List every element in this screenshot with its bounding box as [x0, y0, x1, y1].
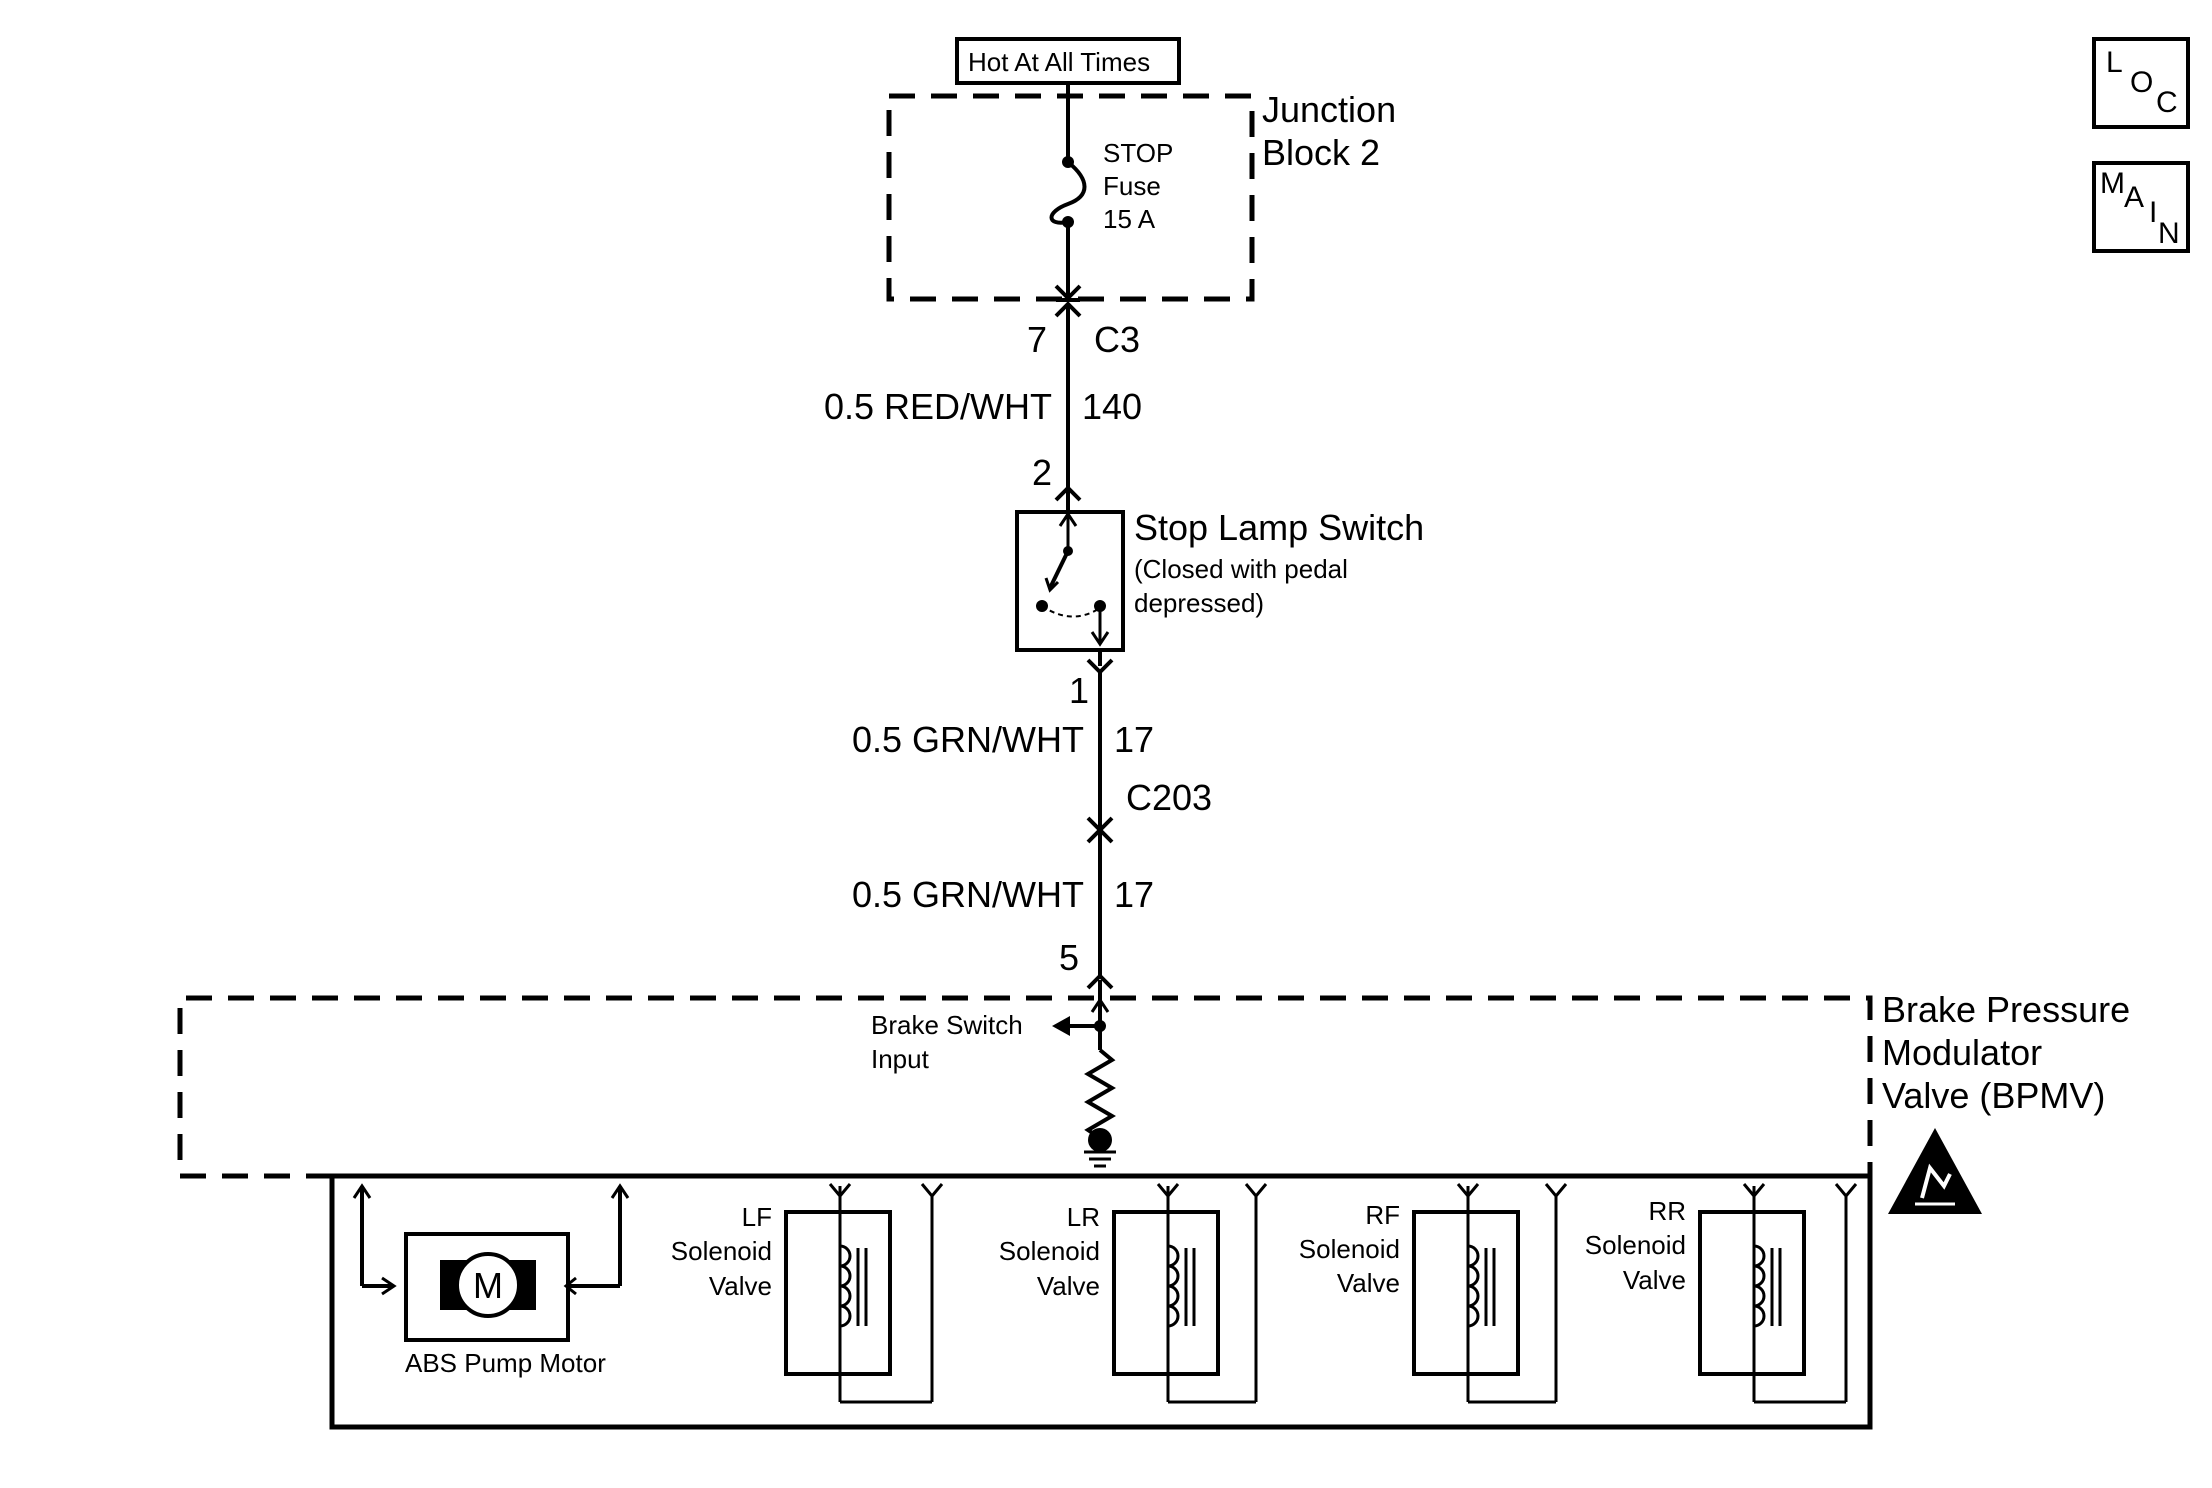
wire-17-lower-gauge-color: 0.5 GRN/WHT [852, 874, 1084, 915]
solenoid-rr-line2: Solenoid [1585, 1230, 1686, 1260]
svg-text:M: M [2100, 167, 2125, 200]
fuse-name: STOP [1103, 138, 1173, 168]
solenoid-rf-pos: RF [1365, 1200, 1400, 1230]
solenoid-lf-pos: LF [742, 1202, 772, 1232]
power-source-label: Hot At All Times [968, 47, 1150, 77]
junction-block-name-line1: Junction [1262, 89, 1396, 130]
solenoid-rf-line3: Valve [1337, 1268, 1400, 1298]
motor-symbol: M [473, 1265, 503, 1306]
loc-icon[interactable]: L O C [2092, 37, 2190, 129]
svg-text:O: O [2130, 66, 2153, 99]
bpmv-name-line1: Brake Pressure [1882, 989, 2130, 1030]
brake-switch-input-line1: Brake Switch [871, 1010, 1023, 1040]
resistor-icon [1084, 1048, 1116, 1142]
ground-icon [1088, 1128, 1112, 1152]
solenoid-lr-pos: LR [1067, 1202, 1100, 1232]
solenoid-lf-line2: Solenoid [671, 1236, 772, 1266]
svg-text:C: C [2156, 86, 2178, 119]
c203-connector: C203 [1126, 777, 1212, 818]
solenoid-lf-line3: Valve [709, 1271, 772, 1301]
svg-text:N: N [2158, 217, 2180, 250]
solenoid-lr-line3: Valve [1037, 1271, 1100, 1301]
solenoid-rr [1698, 1183, 1858, 1404]
junction-block-2: Junction Block 2 [886, 89, 1396, 302]
wire-17-upper-circuit: 17 [1114, 719, 1154, 760]
solenoid-lf [784, 1183, 944, 1404]
motor-icon [455, 1252, 521, 1318]
switch-name: Stop Lamp Switch [1134, 507, 1424, 548]
svg-text:A: A [2124, 181, 2144, 214]
bpmv-module [177, 995, 1873, 1430]
switch-pin-in: 2 [1032, 452, 1052, 493]
fuse-rating: 15 A [1103, 204, 1156, 234]
motor-label: ABS Pump Motor [405, 1348, 606, 1378]
solenoid-lr-line2: Solenoid [999, 1236, 1100, 1266]
c3-connector: C3 [1094, 319, 1140, 360]
switch-note-line2: depressed) [1134, 588, 1264, 618]
wire-140-circuit: 140 [1082, 386, 1142, 427]
wire-17-upper-gauge-color: 0.5 GRN/WHT [852, 719, 1084, 760]
power-source-box: Hot At All Times [955, 37, 1181, 85]
solenoid-rr-pos: RR [1648, 1196, 1686, 1226]
svg-text:I: I [2149, 196, 2157, 229]
abs-pump-motor: M [352, 1183, 630, 1342]
fuse-label: Fuse [1103, 171, 1161, 201]
stop-lamp-switch [1015, 510, 1125, 652]
brake-switch-input-line2: Input [871, 1044, 930, 1074]
fuse-icon [1049, 160, 1087, 225]
junction-block-name-line2: Block 2 [1262, 132, 1380, 173]
svg-text:L: L [2106, 46, 2123, 79]
solenoid-rr-line3: Valve [1623, 1265, 1686, 1295]
bpmv-pin: 5 [1059, 937, 1079, 978]
main-icon[interactable]: M A I N [2092, 161, 2190, 253]
wire-140-gauge-color: 0.5 RED/WHT [824, 386, 1052, 427]
c3-pin: 7 [1027, 319, 1047, 360]
bpmv-name-line3: Valve (BPMV) [1882, 1075, 2105, 1116]
esd-warning-icon [1888, 1128, 1982, 1214]
solenoid-rf [1412, 1183, 1568, 1404]
solenoid-rf-line2: Solenoid [1299, 1234, 1400, 1264]
wire-17-lower-circuit: 17 [1114, 874, 1154, 915]
switch-note-line1: (Closed with pedal [1134, 554, 1348, 584]
bpmv-name-line2: Modulator [1882, 1032, 2042, 1073]
switch-pin-out: 1 [1069, 670, 1089, 711]
solenoid-lr [1112, 1183, 1268, 1404]
